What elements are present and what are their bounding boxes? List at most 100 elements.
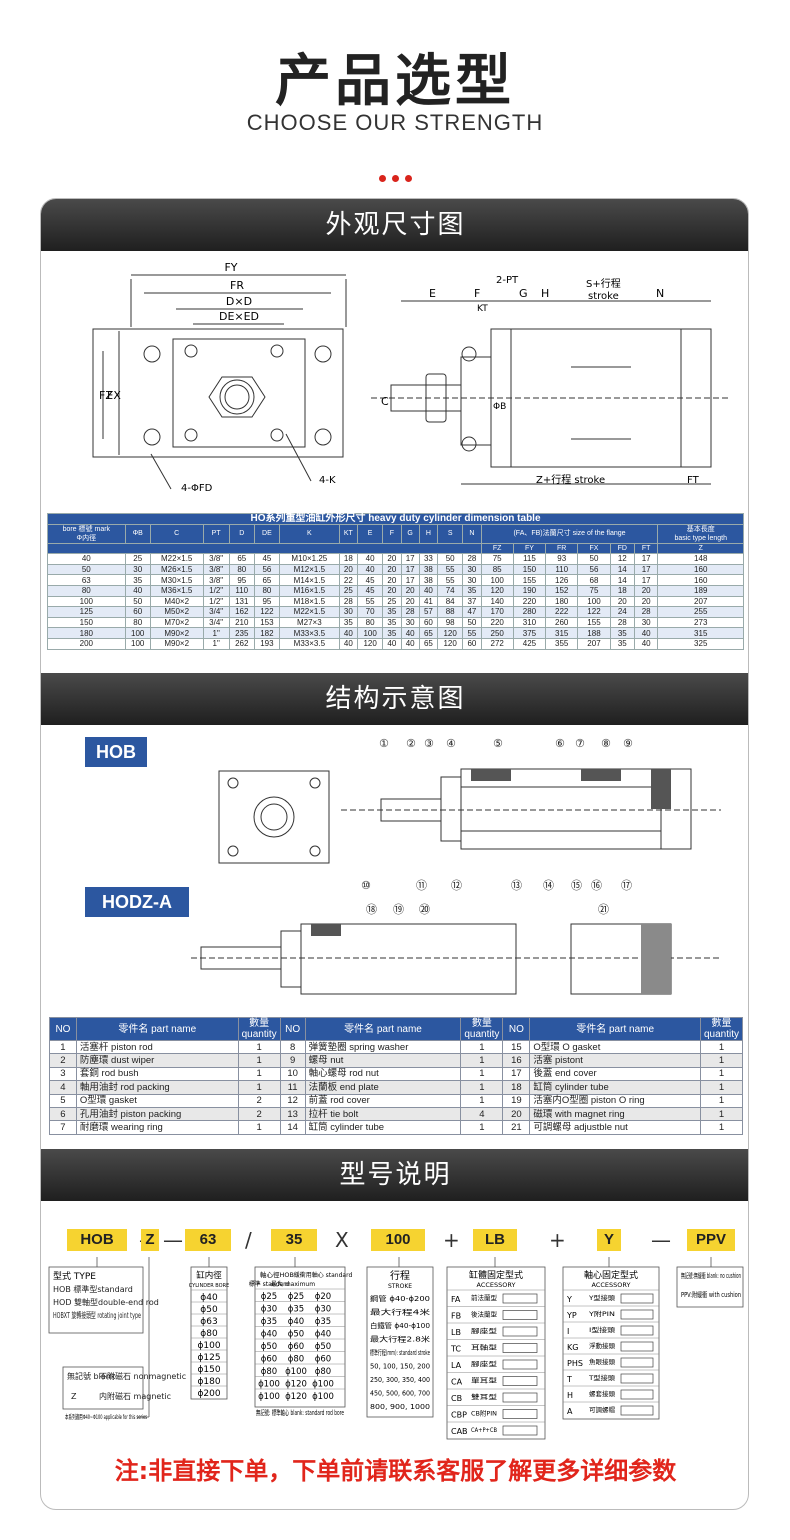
label-fy: FY xyxy=(224,261,237,274)
part-name: 後蓋 end cover xyxy=(529,1066,701,1082)
dim-cell: 315 xyxy=(545,627,579,639)
part-qty: 1 xyxy=(237,1053,281,1068)
acc-name: CA+P+CB xyxy=(471,1426,497,1434)
part-qty: 1 xyxy=(699,1039,744,1055)
dim-cell: 65 xyxy=(418,627,439,639)
callout-17: ⑰ xyxy=(621,879,632,892)
dim-cell: M40×2 xyxy=(149,595,204,608)
dim-cell: 220 xyxy=(480,616,514,629)
dim-cell: 272 xyxy=(480,637,514,650)
rod-option: ϕ35 xyxy=(261,1317,277,1327)
dim-cell: 30 xyxy=(462,563,482,576)
part-name: 孔用油封 piston packing xyxy=(75,1106,239,1122)
part-qty: 1 xyxy=(699,1093,744,1108)
dim-cell: 28 xyxy=(462,553,482,565)
dim-cell: 273 xyxy=(657,616,744,629)
order-note: 注:非直接下单，下单前请联系客服了解更多详细参数 xyxy=(114,1457,677,1485)
rod-option: ϕ40 xyxy=(288,1317,304,1327)
dim-cell: 20 xyxy=(338,563,359,576)
dim-cell: 20 xyxy=(400,584,420,597)
joint-icon xyxy=(620,1309,654,1320)
dim-cell: 20 xyxy=(633,595,659,608)
dim-cell: 30 xyxy=(338,606,359,618)
rod-option: ϕ50 xyxy=(315,1342,331,1352)
dim-cell: 40 xyxy=(357,553,384,565)
dim-cell: 210 xyxy=(228,616,255,629)
part-name: O型環 O gasket xyxy=(529,1039,701,1055)
dim-cell: M33×3.5 xyxy=(279,627,340,639)
part-name: 活塞 pistont xyxy=(529,1053,701,1068)
rod-option: ϕ35 xyxy=(288,1305,304,1315)
acc-code: LA xyxy=(451,1361,462,1370)
joint-icon xyxy=(620,1373,654,1384)
dim-cell: 110 xyxy=(228,584,255,597)
rod-option: ϕ30 xyxy=(315,1305,331,1315)
part-no: 11 xyxy=(279,1080,306,1095)
acc-code: FA xyxy=(451,1295,461,1304)
dim-cell: 93 xyxy=(545,553,579,565)
badge-hodz: HODZ-A xyxy=(85,887,189,917)
part-qty: 2 xyxy=(237,1093,281,1108)
dim-cell: 262 xyxy=(228,637,255,650)
dim-cell: 41 xyxy=(418,595,439,608)
dim-cell: M26×1.5 xyxy=(149,563,204,576)
dim-cell: M27×3 xyxy=(279,616,340,629)
dim-cell: 1" xyxy=(202,637,230,650)
joint-icon xyxy=(620,1405,654,1416)
dim-cell: 125 xyxy=(47,606,126,618)
svg-text:ACCESSORY: ACCESSORY xyxy=(477,1281,516,1289)
acc-icon xyxy=(502,1310,538,1320)
stroke-line: 鋼管 ϕ40-ϕ200 xyxy=(370,1294,430,1303)
dim-cell: 28 xyxy=(609,616,635,629)
dim-cell: 22 xyxy=(338,574,359,586)
dim-cell: 50 xyxy=(124,595,151,608)
dim-cell: 50 xyxy=(47,563,126,576)
dim-cell: 355 xyxy=(545,637,579,650)
rod-option: ϕ20 xyxy=(315,1292,331,1302)
joint-code: A xyxy=(567,1407,573,1416)
bore-option: ϕ200 xyxy=(197,1389,220,1399)
part-no: 12 xyxy=(279,1093,306,1108)
dim-cell: 50 xyxy=(462,616,482,629)
part-name: 磁環 with magnet ring xyxy=(529,1106,701,1122)
dim-cell: 55 xyxy=(462,627,482,639)
dim-cell: 325 xyxy=(657,637,744,650)
dim-cell: 45 xyxy=(357,574,384,586)
dim-cell: 40 xyxy=(633,627,659,639)
dim-cell: 35 xyxy=(382,616,402,629)
dim-cell: 20 xyxy=(382,563,402,576)
acc-name: 腳座型 xyxy=(471,1359,498,1368)
dim-cell: 180 xyxy=(47,627,126,639)
acc-name: CB附PIN xyxy=(471,1409,497,1418)
dim-cell: 20 xyxy=(382,584,402,597)
joint-name: 魚眼接頭 xyxy=(589,1357,616,1366)
dim-cell: 30 xyxy=(462,574,482,586)
label-pt: 2-PT xyxy=(496,275,519,286)
dim-cell: 120 xyxy=(480,584,514,597)
part-qty: 1 xyxy=(460,1120,504,1135)
dim-cell: 88 xyxy=(437,606,464,618)
code-acc: LB xyxy=(473,1229,517,1251)
dim-cell: 35 xyxy=(462,584,482,597)
callout-13: ⑬ xyxy=(511,879,522,892)
callout-7: ⑦ xyxy=(575,737,585,750)
callout-18: ⑱ xyxy=(366,903,377,916)
callout-12: ⑫ xyxy=(451,879,462,892)
rod-option: ϕ50 xyxy=(288,1330,304,1340)
sep-6: — xyxy=(651,1228,671,1252)
joint-icon xyxy=(620,1389,654,1400)
part-no: 4 xyxy=(49,1080,77,1095)
code-rod: 35 xyxy=(271,1229,317,1251)
dim-cell: 63 xyxy=(47,574,126,586)
dim-cell: 122 xyxy=(253,606,281,618)
label-z: Z+行程 stroke xyxy=(536,473,605,486)
svg-text:不附磁石 nonmagnetic: 不附磁石 nonmagnetic xyxy=(99,1371,186,1381)
label-e: E xyxy=(429,287,436,300)
dim-cell: 70 xyxy=(357,606,384,618)
page-title: 产品选型 xyxy=(275,49,515,114)
acc-icon xyxy=(502,1293,538,1304)
dim-cell: 310 xyxy=(512,616,547,629)
acc-icon xyxy=(502,1409,538,1419)
